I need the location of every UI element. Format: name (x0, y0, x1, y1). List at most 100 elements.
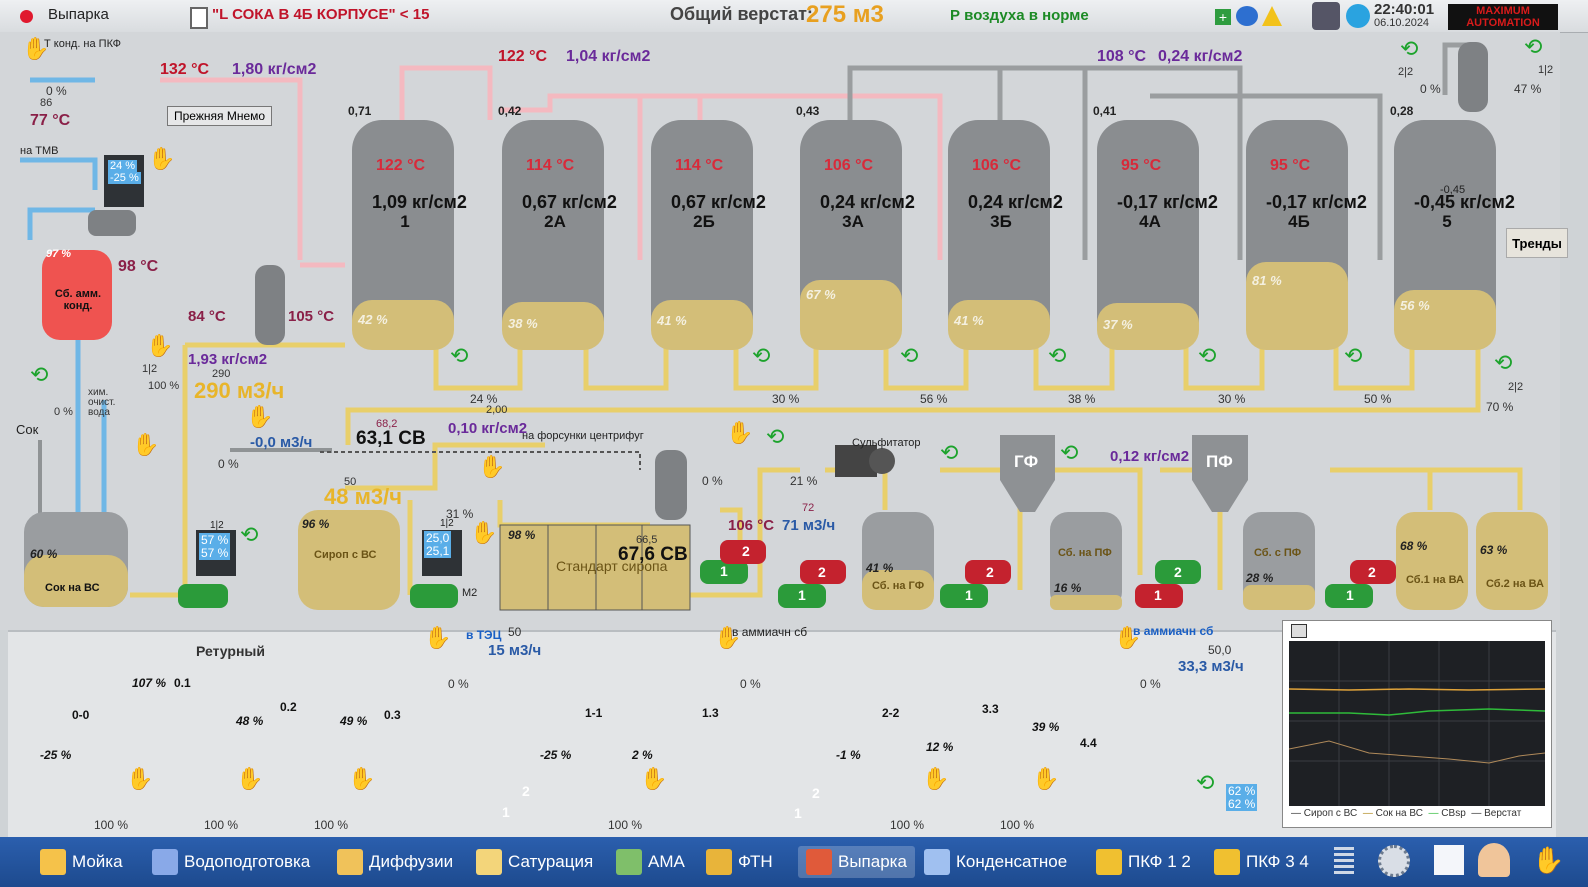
clipboard-icon (190, 7, 208, 29)
warning-icon[interactable] (1262, 6, 1282, 26)
pump-num-1g[interactable]: 1 (794, 805, 802, 821)
hand-icon-14[interactable]: ✋ (348, 766, 376, 791)
vessel-name: 4Б (1288, 212, 1310, 231)
pump-num-2d[interactable]: 2 (1174, 564, 1182, 580)
hand-icon-15[interactable]: ✋ (640, 766, 668, 791)
hand-icon-2[interactable]: ✋ (148, 146, 176, 171)
chart-icon[interactable] (1434, 845, 1464, 875)
pump-num-2e[interactable]: 2 (1368, 564, 1376, 580)
chat-icon[interactable] (1236, 6, 1258, 26)
recycle-icon-3[interactable]: ⟲ (766, 424, 785, 449)
hand-icon-1[interactable]: ✋ (22, 36, 50, 61)
recycle-icon-rt2[interactable]: ⟲ (1524, 34, 1543, 59)
amm-tank-pct: 97 % (46, 248, 72, 260)
pump-num-1c[interactable]: 1 (965, 587, 973, 603)
label-200: 2,00 (486, 404, 508, 416)
hand-icon-8[interactable]: ✋ (726, 420, 754, 445)
sok-tank-name: Сок на ВС (45, 582, 100, 594)
pressure-180: 1,80 кг/см2 (232, 61, 317, 78)
taskbar-item[interactable]: ПКФ 1 2 (1096, 846, 1191, 878)
hand-icon-17[interactable]: ✋ (1032, 766, 1060, 791)
pump-num-2a[interactable]: 2 (742, 543, 750, 559)
trend-settings-icon[interactable] (1291, 624, 1307, 638)
pump-num-2g[interactable]: 2 (812, 785, 820, 801)
valve-rt1-hdr: 2|2 (1398, 66, 1414, 78)
hand-icon-13[interactable]: ✋ (236, 766, 264, 791)
valve-rt1: 0 % (1420, 82, 1441, 96)
taskbar-item[interactable]: Выпарка (798, 846, 915, 878)
telegram-icon[interactable] (1346, 4, 1370, 28)
vessel-name: 4А (1139, 212, 1161, 231)
valve-row-pct: 30 % (1218, 392, 1246, 406)
pump-num-1d[interactable]: 1 (1154, 587, 1162, 603)
recycle-icon[interactable]: ⟲ (1344, 343, 1363, 368)
recycle-icon[interactable]: ⟲ (1198, 343, 1217, 368)
bottom-tank-name: 1-1 (585, 706, 603, 720)
taskbar-item[interactable]: Сатурация (476, 846, 593, 878)
taskbar-item[interactable]: Диффузии (337, 846, 453, 878)
taskbar-item-label: Сатурация (508, 852, 594, 871)
recycle-icon[interactable]: ⟲ (900, 343, 919, 368)
recycle-icon[interactable]: ⟲ (1048, 343, 1067, 368)
recycle-icon-6[interactable]: ⟲ (1196, 770, 1215, 795)
hand-icon-10[interactable]: ✋ (714, 625, 742, 650)
recycle-icon-4[interactable]: ⟲ (940, 440, 959, 465)
vessel-temp: 106 °C (824, 157, 874, 174)
hand-icon-11[interactable]: ✋ (1114, 625, 1142, 650)
taskbar-app-icon (152, 849, 178, 875)
pump-num-1b[interactable]: 1 (798, 587, 806, 603)
trend-panel[interactable]: — Сироп с ВС — Сок на ВС — СВsp — Верста… (1282, 620, 1552, 828)
flow-333: 33,3 м3/ч (1178, 658, 1244, 675)
pump-num-2b[interactable]: 2 (818, 564, 826, 580)
recycle-icon[interactable]: ⟲ (752, 343, 771, 368)
recycle-icon-rt1[interactable]: ⟲ (1400, 36, 1419, 61)
taskbar-item-label: Выпарка (838, 852, 907, 871)
pump-num-2f[interactable]: 2 (522, 783, 530, 799)
taskbar-item[interactable]: ПКФ 3 4 (1214, 846, 1309, 878)
user-icon[interactable] (1478, 843, 1510, 877)
recycle-icon[interactable]: ⟲ (450, 343, 469, 368)
bottom-valve-pct: 100 % (608, 818, 643, 832)
hand-icon-9[interactable]: ✋ (424, 625, 452, 650)
pressure-012: 0,12 кг/см2 (1110, 448, 1190, 465)
taskbar-item-label: ФТН (738, 852, 773, 871)
vessel-pressure: 0,24 кг/см2 (820, 192, 915, 212)
gear-icon[interactable] (1378, 845, 1410, 877)
taskbar-item[interactable]: АМА (616, 846, 685, 878)
recycle-icon-2[interactable]: ⟲ (240, 522, 259, 547)
operator-icon[interactable] (1312, 2, 1340, 30)
flow-48: 48 м3/ч (324, 484, 402, 509)
bottom-tank-level: 12 % (926, 740, 954, 754)
hand-icon-12[interactable]: ✋ (126, 766, 154, 791)
prev-mnemo-button[interactable]: Прежняя Мнемо (167, 106, 273, 126)
pump-num-1f[interactable]: 1 (502, 804, 510, 820)
pump-num-2c[interactable]: 2 (986, 564, 994, 580)
pump-num-1a[interactable]: 1 (720, 563, 728, 579)
hand-icon-4[interactable]: ✋ (246, 404, 274, 429)
bottom-tank-level: 48 % (236, 714, 264, 728)
hand-icon-5[interactable]: ✋ (132, 432, 160, 457)
plus-icon[interactable]: + (1215, 9, 1231, 25)
recycle-icon-rt3[interactable]: ⟲ (1494, 350, 1513, 375)
legend-verstat: — (1471, 808, 1485, 819)
taskbar-item[interactable]: Водоподготовка (152, 846, 310, 878)
vessel-name: 3А (842, 212, 864, 231)
hand-icon-3[interactable]: ✋ (146, 333, 174, 358)
recycle-icon-1[interactable]: ⟲ (30, 362, 49, 387)
pump-num-1e[interactable]: 1 (1346, 587, 1354, 603)
hand-icon-taskbar[interactable]: ✋ (1532, 845, 1565, 875)
taskbar-menu-icon[interactable] (1334, 847, 1354, 877)
hand-icon-16[interactable]: ✋ (922, 766, 950, 791)
taskbar-item[interactable]: Конденсатное (924, 846, 1067, 878)
vessel-temp: 95 °C (1121, 157, 1162, 174)
recycle-icon-5[interactable]: ⟲ (1060, 440, 1079, 465)
hand-icon-7[interactable]: ✋ (470, 520, 498, 545)
hand-icon-6[interactable]: ✋ (478, 454, 506, 479)
taskbar-item[interactable]: ФТН (706, 846, 773, 878)
taskbar-item[interactable]: Мойка (40, 846, 123, 878)
label-50: 50 (344, 476, 357, 488)
sb-gf-pct: 41 % (866, 561, 894, 575)
sok-label: Сок (16, 422, 39, 437)
trends-button[interactable]: Тренды (1506, 228, 1568, 258)
returny-label: Ретурный (196, 643, 265, 659)
